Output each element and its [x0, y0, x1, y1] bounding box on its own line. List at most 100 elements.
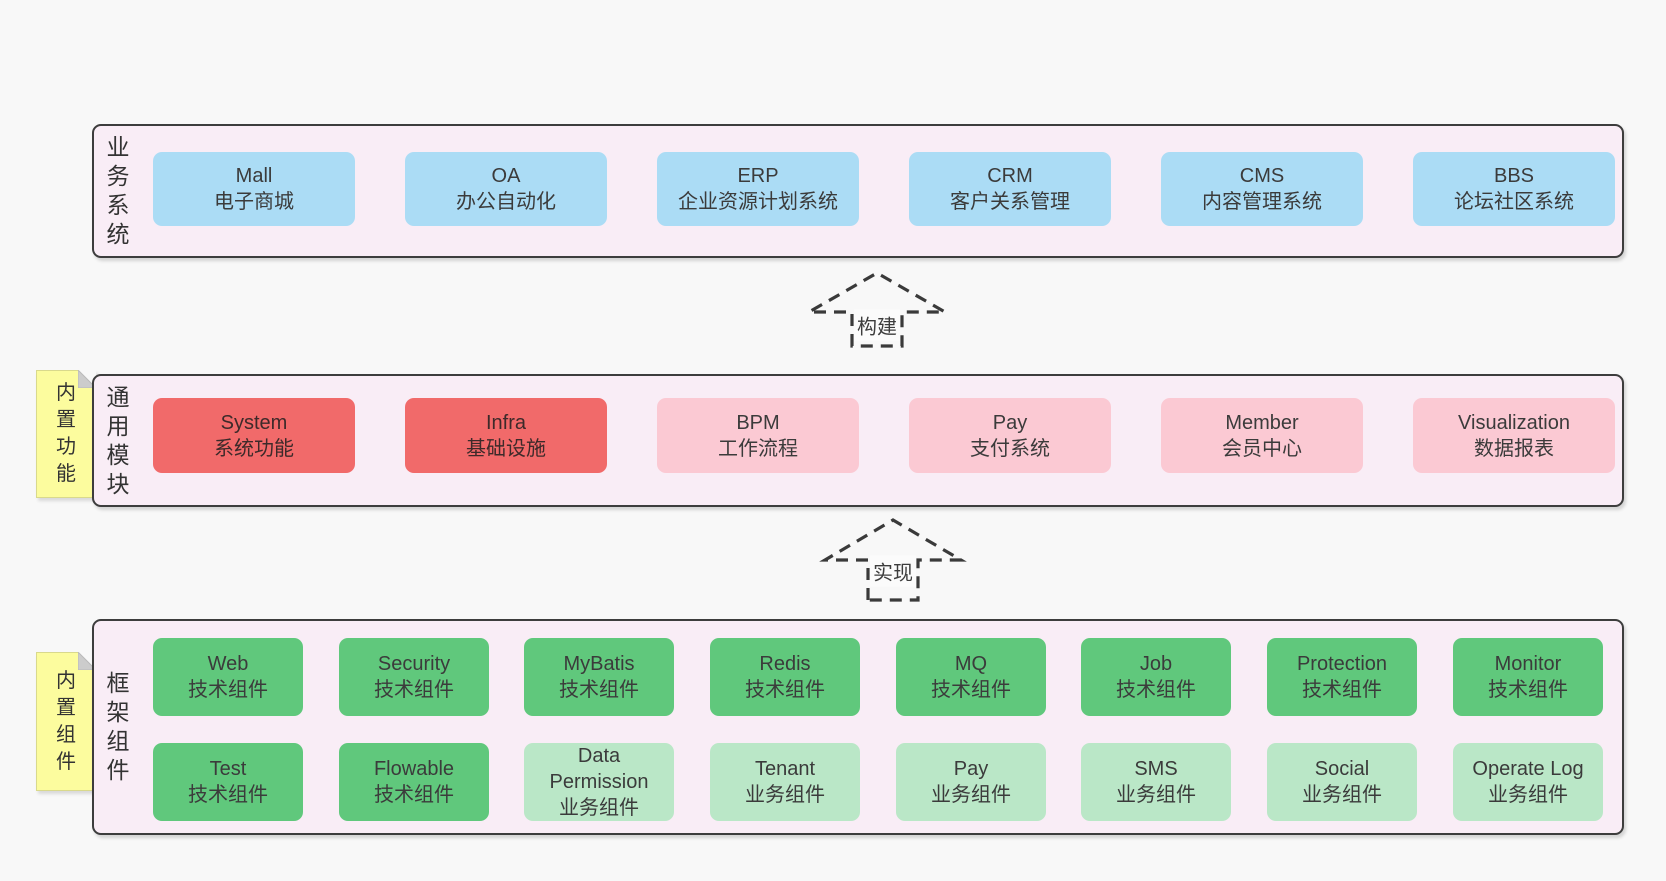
box-cms: CMS 内容管理系统	[1161, 152, 1363, 226]
box-subtitle: 业务组件	[1116, 784, 1196, 806]
box-subtitle: 客户关系管理	[950, 191, 1070, 213]
box-title: Operate Log	[1472, 758, 1584, 780]
arrow-label-implement: 实现	[870, 555, 916, 587]
dashed-up-arrow-build	[802, 271, 952, 348]
box-subtitle: 会员中心	[1222, 437, 1302, 460]
box-title: Web	[207, 653, 249, 675]
box-subtitle: 技术组件	[559, 679, 639, 701]
box-title: Infra	[485, 411, 527, 434]
box-title: Redis	[759, 653, 811, 675]
sticky-note-builtin-features: 内置功能	[36, 370, 96, 498]
folded-corner-icon	[78, 370, 96, 388]
box-oa: OA 办公自动化	[405, 152, 607, 226]
box-bpm: BPM 工作流程	[657, 398, 859, 473]
box-web: Web 技术组件	[153, 638, 303, 716]
box-subtitle: 论坛社区系统	[1454, 191, 1574, 213]
box-title: Data Permission	[549, 745, 649, 793]
layer-common-modules: 通用模块 System 系统功能 Infra 基础设施 BPM 工作流程 Pay…	[92, 374, 1624, 507]
box-title: CRM	[987, 165, 1033, 187]
box-job: Job 技术组件	[1081, 638, 1231, 716]
box-title: Mall	[235, 165, 273, 187]
box-subtitle: 业务组件	[1302, 784, 1382, 806]
box-subtitle: 电子商城	[214, 191, 294, 213]
sticky-label: 内置组件	[56, 669, 76, 773]
layer-label: 业务系统	[106, 134, 130, 247]
box-tenant: Tenant 业务组件	[710, 743, 860, 821]
box-mall: Mall 电子商城	[153, 152, 355, 226]
box-bbs: BBS 论坛社区系统	[1413, 152, 1615, 226]
folded-corner-icon	[78, 652, 96, 670]
box-subtitle: 技术组件	[1488, 679, 1568, 701]
box-subtitle: 技术组件	[745, 679, 825, 701]
box-title: ERP	[737, 165, 779, 187]
box-pay-biz: Pay 业务组件	[896, 743, 1046, 821]
layer-framework-components: 框架组件 Web 技术组件 Security 技术组件 MyBatis 技术组件…	[92, 619, 1624, 835]
box-subtitle: 基础设施	[466, 437, 546, 460]
dashed-up-arrow-implement	[819, 518, 967, 602]
box-title: Member	[1225, 411, 1299, 434]
box-member: Member 会员中心	[1161, 398, 1363, 473]
layer-label: 通用模块	[106, 383, 130, 497]
box-subtitle: 业务组件	[931, 784, 1011, 806]
box-subtitle: 技术组件	[1302, 679, 1382, 701]
box-title: Security	[377, 653, 451, 675]
box-operate-log: Operate Log 业务组件	[1453, 743, 1603, 821]
box-pay: Pay 支付系统	[909, 398, 1111, 473]
box-subtitle: 内容管理系统	[1202, 191, 1322, 213]
box-subtitle: 技术组件	[1116, 679, 1196, 701]
box-title: Protection	[1296, 653, 1388, 675]
box-erp: ERP 企业资源计划系统	[657, 152, 859, 226]
arrow-label-build: 构建	[854, 309, 900, 341]
box-subtitle: 系统功能	[214, 437, 294, 460]
box-subtitle: 技术组件	[374, 784, 454, 806]
box-crm: CRM 客户关系管理	[909, 152, 1111, 226]
box-title: Social	[1314, 758, 1370, 780]
box-subtitle: 支付系统	[970, 437, 1050, 460]
box-subtitle: 技术组件	[931, 679, 1011, 701]
sticky-note-builtin-components: 内置组件	[36, 652, 96, 791]
box-subtitle: 数据报表	[1474, 437, 1554, 460]
box-subtitle: 业务组件	[1488, 784, 1568, 806]
box-title: Visualization	[1458, 411, 1570, 434]
box-title: Flowable	[373, 758, 455, 780]
box-subtitle: 技术组件	[188, 784, 268, 806]
box-flowable: Flowable 技术组件	[339, 743, 489, 821]
box-subtitle: 企业资源计划系统	[678, 191, 838, 213]
layer-business-systems: 业务系统 Mall 电子商城 OA 办公自动化 ERP 企业资源计划系统 CRM…	[92, 124, 1624, 258]
box-title: Tenant	[754, 758, 816, 780]
box-title: Test	[209, 758, 247, 780]
box-title: Monitor	[1494, 653, 1562, 675]
box-system: System 系统功能	[153, 398, 355, 473]
box-mybatis: MyBatis 技术组件	[524, 638, 674, 716]
box-security: Security 技术组件	[339, 638, 489, 716]
box-title: System	[220, 411, 288, 434]
box-mq: MQ 技术组件	[896, 638, 1046, 716]
box-protection: Protection 技术组件	[1267, 638, 1417, 716]
box-title: MyBatis	[563, 653, 635, 675]
box-title: BPM	[736, 411, 780, 434]
box-title: CMS	[1239, 165, 1285, 187]
box-redis: Redis 技术组件	[710, 638, 860, 716]
box-title: Job	[1139, 653, 1173, 675]
box-monitor: Monitor 技术组件	[1453, 638, 1603, 716]
box-title: BBS	[1493, 165, 1535, 187]
box-data-permission: Data Permission 业务组件	[524, 743, 674, 821]
box-test: Test 技术组件	[153, 743, 303, 821]
box-subtitle: 业务组件	[559, 797, 639, 819]
box-title: Pay	[992, 411, 1028, 434]
box-infra: Infra 基础设施	[405, 398, 607, 473]
box-sms: SMS 业务组件	[1081, 743, 1231, 821]
box-title: MQ	[954, 653, 988, 675]
box-subtitle: 业务组件	[745, 784, 825, 806]
box-social: Social 业务组件	[1267, 743, 1417, 821]
box-subtitle: 工作流程	[718, 437, 798, 460]
box-title: Pay	[953, 758, 989, 780]
box-subtitle: 技术组件	[188, 679, 268, 701]
box-subtitle: 办公自动化	[456, 191, 556, 213]
box-subtitle: 技术组件	[374, 679, 454, 701]
layer-label: 框架组件	[106, 670, 130, 783]
box-title: OA	[491, 165, 521, 187]
box-title: SMS	[1134, 758, 1178, 780]
sticky-label: 内置功能	[56, 382, 76, 485]
